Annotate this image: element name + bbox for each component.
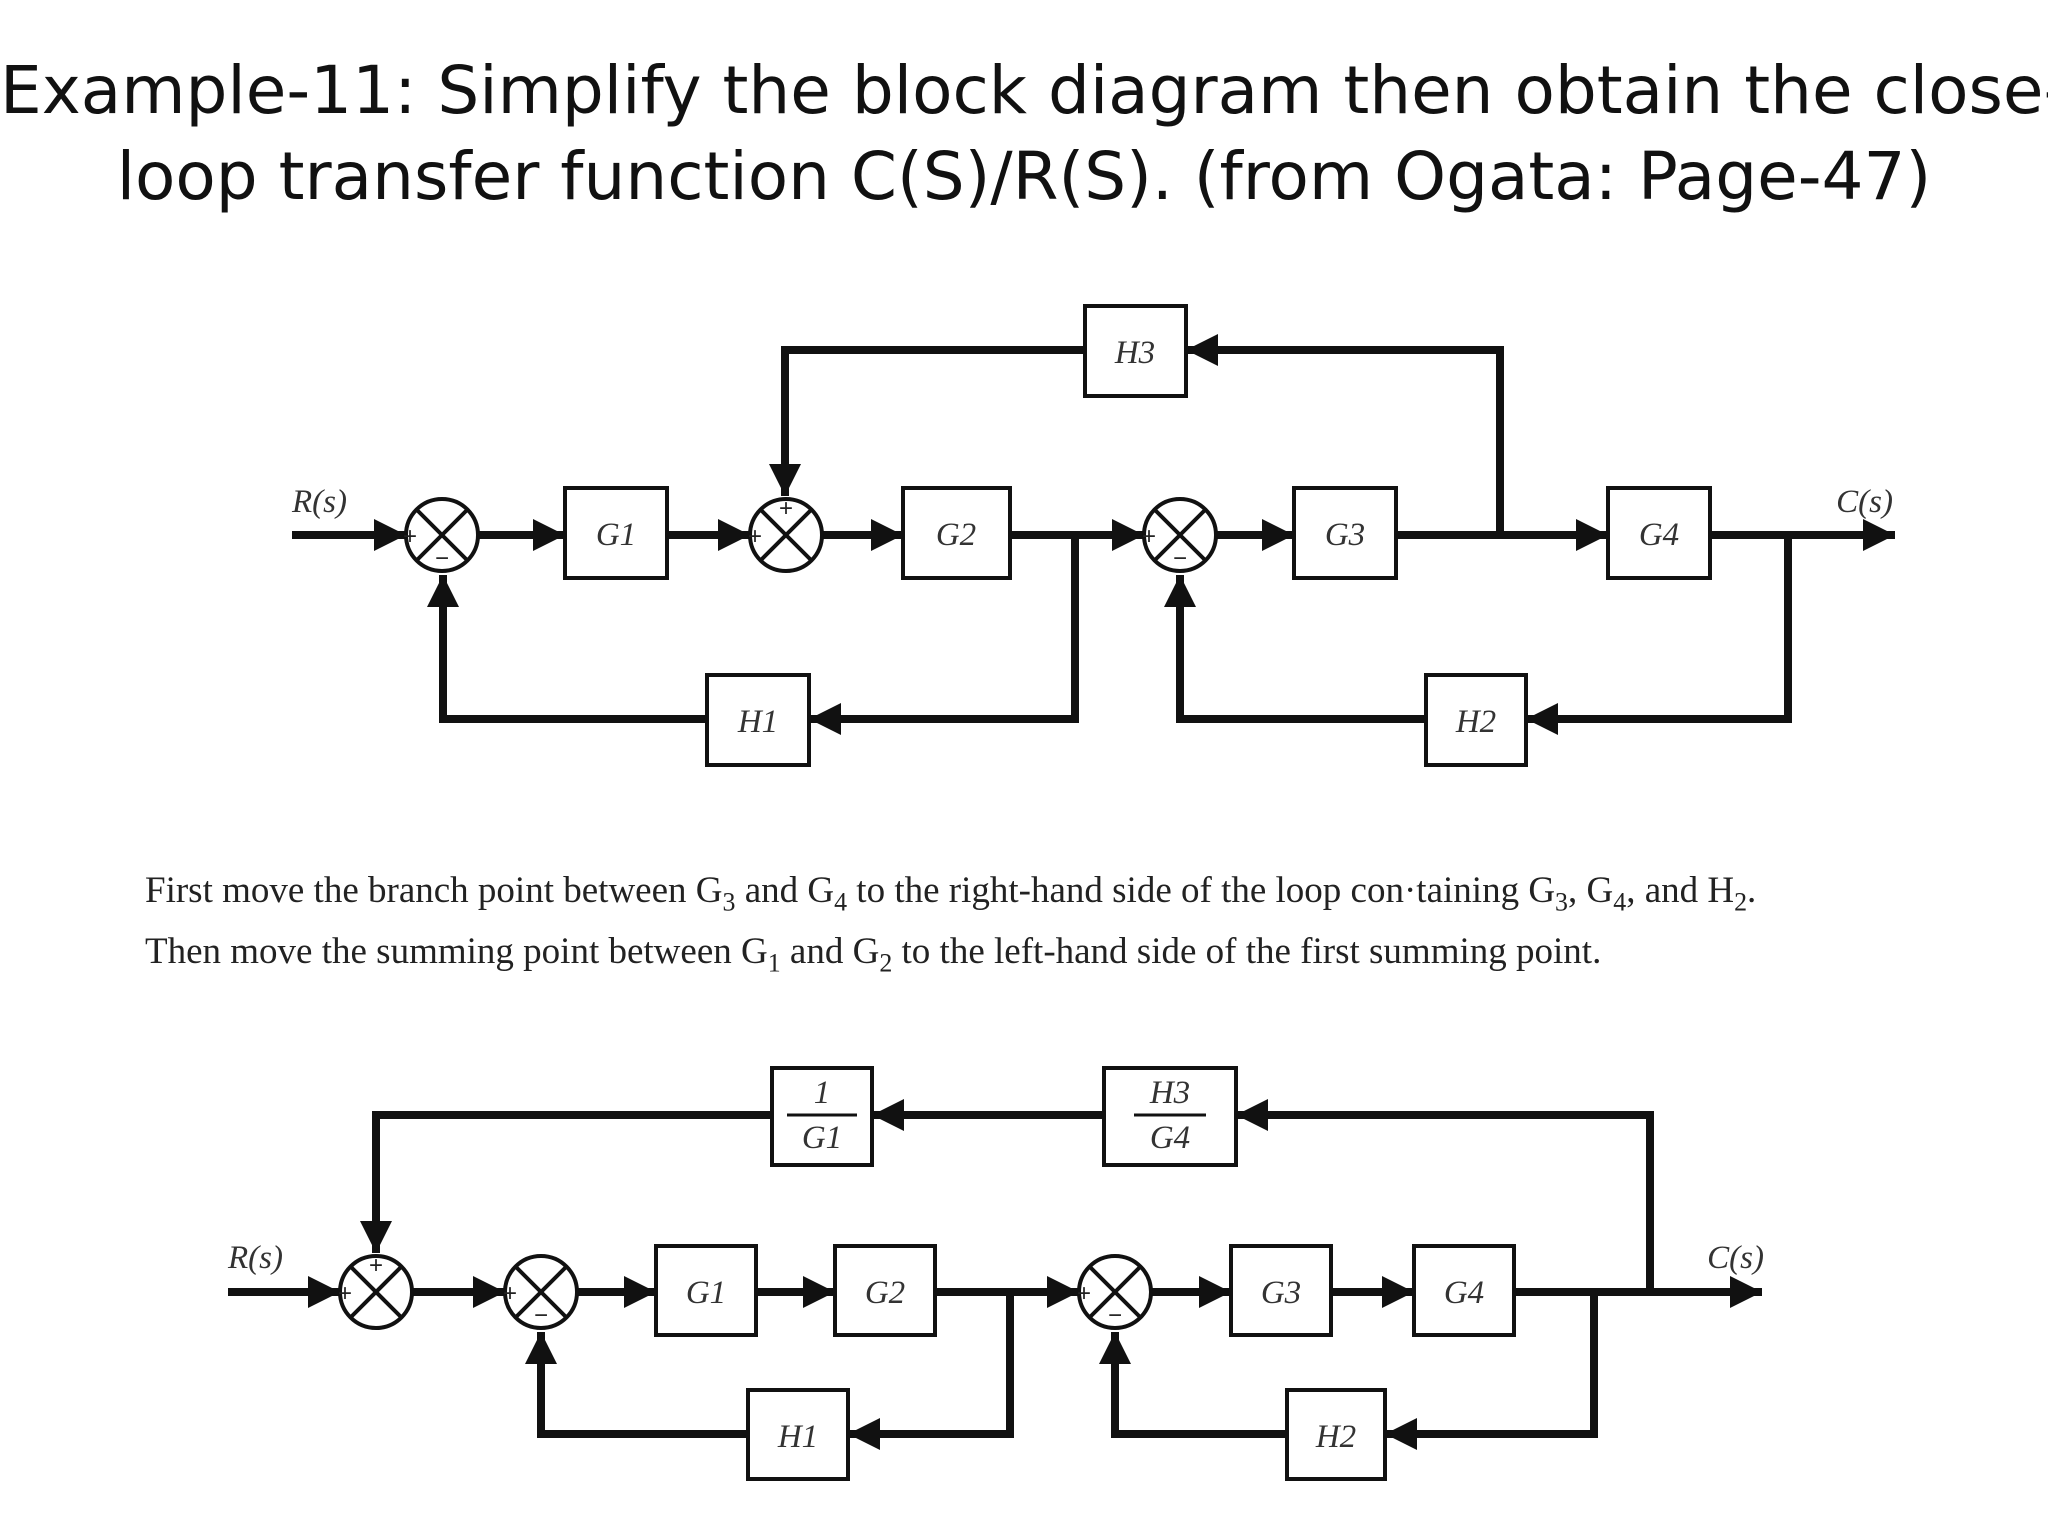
svg-text:+: +	[1077, 1280, 1091, 1307]
instruction-line-1: First move the branch point between G3 a…	[145, 870, 1757, 917]
block-g1: G1	[654, 1244, 758, 1337]
summing-junction-3: + −	[1142, 497, 1218, 573]
block-g2: G2	[901, 486, 1012, 580]
svg-text:G1: G1	[686, 1275, 726, 1311]
h3g4-feedback-in	[1236, 1099, 1654, 1292]
svg-text:G4: G4	[1444, 1275, 1484, 1311]
h3-feedback-in	[1186, 334, 1504, 535]
instruction-line-2: Then move the summing point between G1 a…	[145, 931, 1602, 978]
svg-text:G3: G3	[1325, 517, 1365, 553]
svg-text:+: +	[748, 523, 762, 550]
svg-text:H1: H1	[737, 704, 778, 740]
input-label: R(s)	[291, 484, 347, 520]
svg-text:−: −	[435, 545, 449, 572]
svg-text:+: +	[503, 1280, 517, 1307]
svg-text:+: +	[403, 523, 417, 550]
svg-text:−: −	[534, 1302, 548, 1329]
h2-feedback-in	[1385, 1292, 1598, 1450]
svg-text:H1: H1	[777, 1419, 818, 1455]
summing-junction-1: + −	[403, 497, 480, 573]
svg-text:H3: H3	[1149, 1075, 1190, 1111]
block-h1: H1	[746, 1388, 850, 1481]
svg-text:+: +	[779, 495, 793, 522]
inv-g1-feedback-out	[360, 1111, 772, 1253]
original-block-diagram: + − + + + − G1 G2 G3	[291, 304, 1895, 767]
h3-feedback-out	[769, 346, 1085, 496]
modified-block-diagram: + + + − + − G1 G2 G3	[227, 1066, 1764, 1481]
block-h2: H2	[1424, 673, 1528, 767]
summing-junction-2: + −	[1077, 1254, 1153, 1330]
instruction-text: First move the branch point between G3 a…	[145, 866, 1945, 989]
svg-text:G1: G1	[596, 517, 636, 553]
h2-feedback-out	[1099, 1332, 1287, 1438]
svg-text:G3: G3	[1261, 1275, 1301, 1311]
svg-text:G4: G4	[1150, 1120, 1190, 1156]
block-g4: G4	[1412, 1244, 1516, 1337]
block-g3: G3	[1229, 1244, 1333, 1337]
block-inv-g1: 1 G1	[770, 1066, 874, 1167]
svg-text:+: +	[369, 1252, 383, 1279]
block-g4: G4	[1606, 486, 1712, 580]
svg-text:G1: G1	[802, 1120, 842, 1156]
h1-feedback-in	[848, 1292, 1014, 1450]
svg-text:H2: H2	[1455, 704, 1496, 740]
block-g1: G1	[563, 486, 669, 580]
block-h3-over-g4: H3 G4	[1102, 1066, 1238, 1167]
svg-text:−: −	[1173, 545, 1187, 572]
summing-junction-2: + +	[748, 495, 824, 573]
block-g3: G3	[1292, 486, 1398, 580]
svg-text:+: +	[1142, 523, 1156, 550]
h2-feedback-out	[1164, 575, 1426, 723]
svg-text:H3: H3	[1114, 335, 1155, 371]
block-h3: H3	[1083, 304, 1188, 398]
title-line-2: loop transfer function C(S)/R(S). (from …	[116, 138, 1932, 215]
output-label: C(s)	[1836, 484, 1893, 520]
svg-text:−: −	[1108, 1302, 1122, 1329]
svg-text:G2: G2	[936, 517, 976, 553]
h1-feedback-in	[809, 535, 1079, 735]
input-label: R(s)	[227, 1240, 283, 1276]
page-title: Example-11: Simplify the block diagram t…	[0, 48, 2048, 220]
h1-feedback-out	[427, 575, 707, 723]
block-h2: H2	[1285, 1388, 1387, 1481]
svg-text:G4: G4	[1639, 517, 1679, 553]
svg-text:1: 1	[814, 1075, 831, 1111]
summing-junction-1: + −	[503, 1254, 579, 1330]
block-h1: H1	[705, 673, 811, 767]
title-line-1: Example-11: Simplify the block diagram t…	[0, 52, 2048, 129]
svg-text:G2: G2	[865, 1275, 905, 1311]
h2-feedback-in	[1526, 535, 1792, 735]
block-g2: G2	[833, 1244, 937, 1337]
output-label: C(s)	[1707, 1240, 1764, 1276]
h1-feedback-out	[525, 1332, 748, 1438]
summing-junction-0: + +	[338, 1252, 414, 1330]
svg-text:H2: H2	[1315, 1419, 1356, 1455]
svg-text:+: +	[338, 1280, 352, 1307]
